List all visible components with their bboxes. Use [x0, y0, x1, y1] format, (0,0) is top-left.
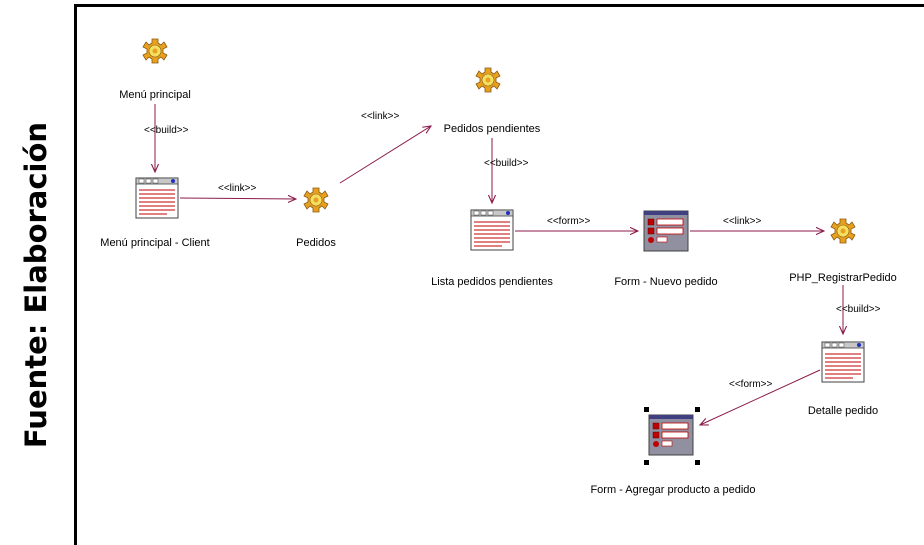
node-pedidos[interactable]: Pedidos [296, 187, 336, 249]
node-pedidos-pendientes[interactable]: Pedidos pendientes [444, 67, 541, 135]
node-form-nuevo-pedido[interactable]: Form - Nuevo pedido [614, 210, 718, 288]
node-menu-principal-client[interactable]: Menú principal - Client [100, 177, 210, 249]
node-label: PHP_RegistrarPedido [789, 272, 897, 284]
node-php-registrar-pedido[interactable]: PHP_RegistrarPedido [789, 218, 897, 284]
edge-link-menu-pedidos [179, 198, 296, 199]
node-label: Form - Nuevo pedido [614, 276, 717, 288]
node-label: Lista pedidos pendientes [431, 276, 553, 288]
edge-label: <<form>> [547, 216, 591, 227]
edge-label: <<link>> [361, 111, 400, 122]
node-menu-principal[interactable]: Menú principal [119, 38, 191, 101]
server-page-gear-icon [142, 38, 168, 64]
selection-handles[interactable] [644, 407, 700, 465]
form-icon [643, 210, 689, 252]
node-label: Detalle pedido [808, 405, 878, 417]
node-label: Form - Agregar producto a pedido [590, 484, 755, 496]
edge-label: <<build>> [484, 158, 529, 169]
node-label: Menú principal [119, 89, 191, 101]
node-label: Pedidos [296, 237, 336, 249]
node-label: Pedidos pendientes [444, 123, 541, 135]
node-label: Menú principal - Client [100, 237, 209, 249]
server-page-gear-icon [475, 67, 501, 93]
edge-label: <<build>> [144, 125, 189, 136]
client-page-icon [470, 209, 514, 251]
form-icon [648, 414, 694, 456]
edge-form-agregar [700, 369, 821, 425]
edge-label: <<link>> [218, 183, 257, 194]
edge-labels: <<build>> <<link>> <<link>> <<build>> <<… [144, 111, 881, 390]
server-page-gear-icon [830, 218, 856, 244]
diagram-frame [74, 4, 924, 545]
node-form-agregar-producto[interactable]: Form - Agregar producto a pedido [590, 407, 756, 496]
edge-link-pedidos-pendientes [339, 126, 431, 184]
node-lista-pedidos-pendientes[interactable]: Lista pedidos pendientes [431, 209, 553, 288]
client-page-icon [821, 341, 865, 383]
client-page-icon [135, 177, 179, 219]
node-detalle-pedido[interactable]: Detalle pedido [808, 341, 878, 417]
edge-label: <<build>> [836, 304, 881, 315]
server-page-gear-icon [303, 187, 329, 213]
edges [155, 104, 843, 425]
edge-label: <<link>> [723, 216, 762, 227]
edge-label: <<form>> [729, 379, 773, 390]
